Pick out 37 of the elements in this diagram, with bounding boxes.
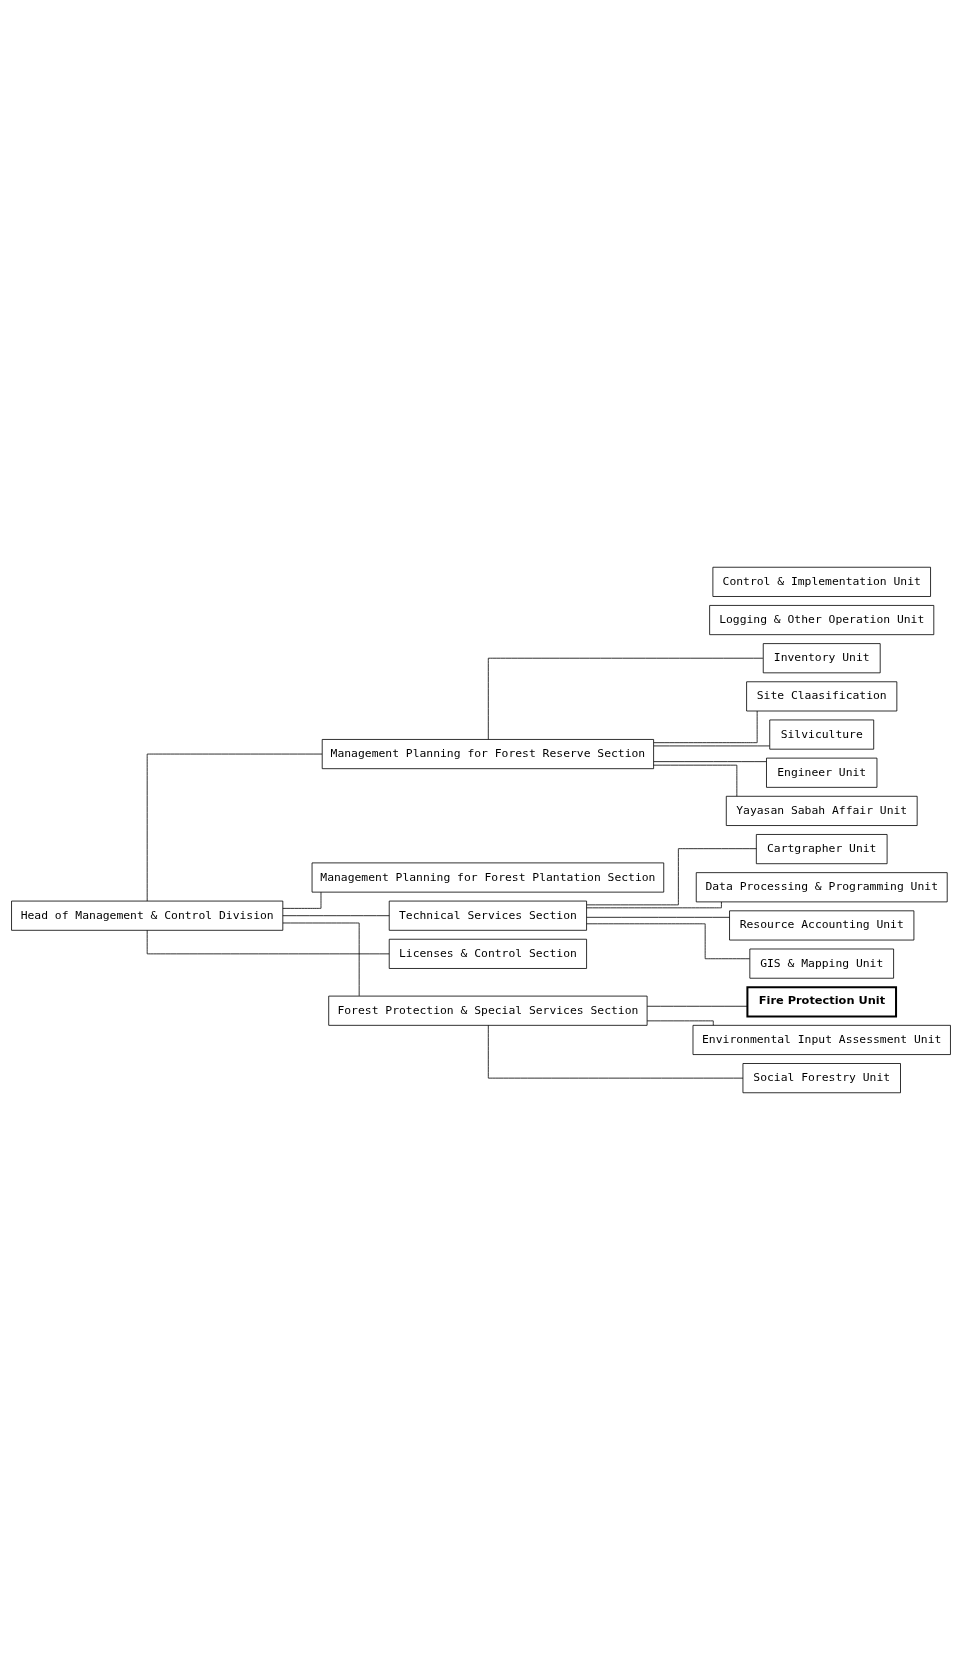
node-box: Logging & Other Operation Unit (709, 604, 935, 635)
node-box: Technical Services Section (388, 900, 587, 931)
connector (653, 760, 767, 762)
node-box: Forest Protection & Special Services Section (328, 995, 648, 1026)
connector (586, 916, 730, 918)
node-box: Management Planning for Forest Plantation Section (311, 862, 665, 893)
node-box: Resource Accounting Unit (729, 909, 915, 940)
node-box: Social Forestry Unit (742, 1062, 901, 1093)
node-box: Control & Implementation Unit (712, 566, 931, 597)
node-box: Data Processing & Programming Unit (695, 871, 948, 902)
connector (646, 1019, 714, 1026)
connector (653, 745, 770, 746)
node-box: Head of Management & Control Division (11, 900, 284, 931)
connector (653, 764, 738, 797)
node-box: Yayasan Sabah Affair Unit (725, 795, 918, 826)
node-box: Management Planning for Forest Reserve Section (321, 738, 654, 769)
connector (282, 914, 390, 916)
connector (586, 922, 750, 959)
connector (653, 710, 758, 743)
node-box: Silviculture (769, 719, 875, 750)
node-box: Engineer Unit (766, 757, 878, 788)
node-box: Site Claasification (746, 680, 898, 711)
connector (282, 891, 322, 909)
connector (487, 1024, 744, 1079)
connector (282, 922, 360, 996)
node-box: Cartgrapher Unit (755, 833, 888, 864)
connector (586, 847, 757, 905)
connector (146, 929, 390, 954)
node-box: Fire Protection Unit (746, 985, 898, 1017)
node-box: GIS & Mapping Unit (749, 948, 894, 979)
connector (146, 753, 323, 901)
connector (487, 657, 764, 740)
connector (646, 1005, 748, 1007)
node-box: Licenses & Control Section (388, 938, 587, 969)
node-box: Inventory Unit (762, 642, 881, 673)
node-box: Environmental Input Assessment Unit (692, 1024, 951, 1055)
connector (586, 901, 722, 908)
